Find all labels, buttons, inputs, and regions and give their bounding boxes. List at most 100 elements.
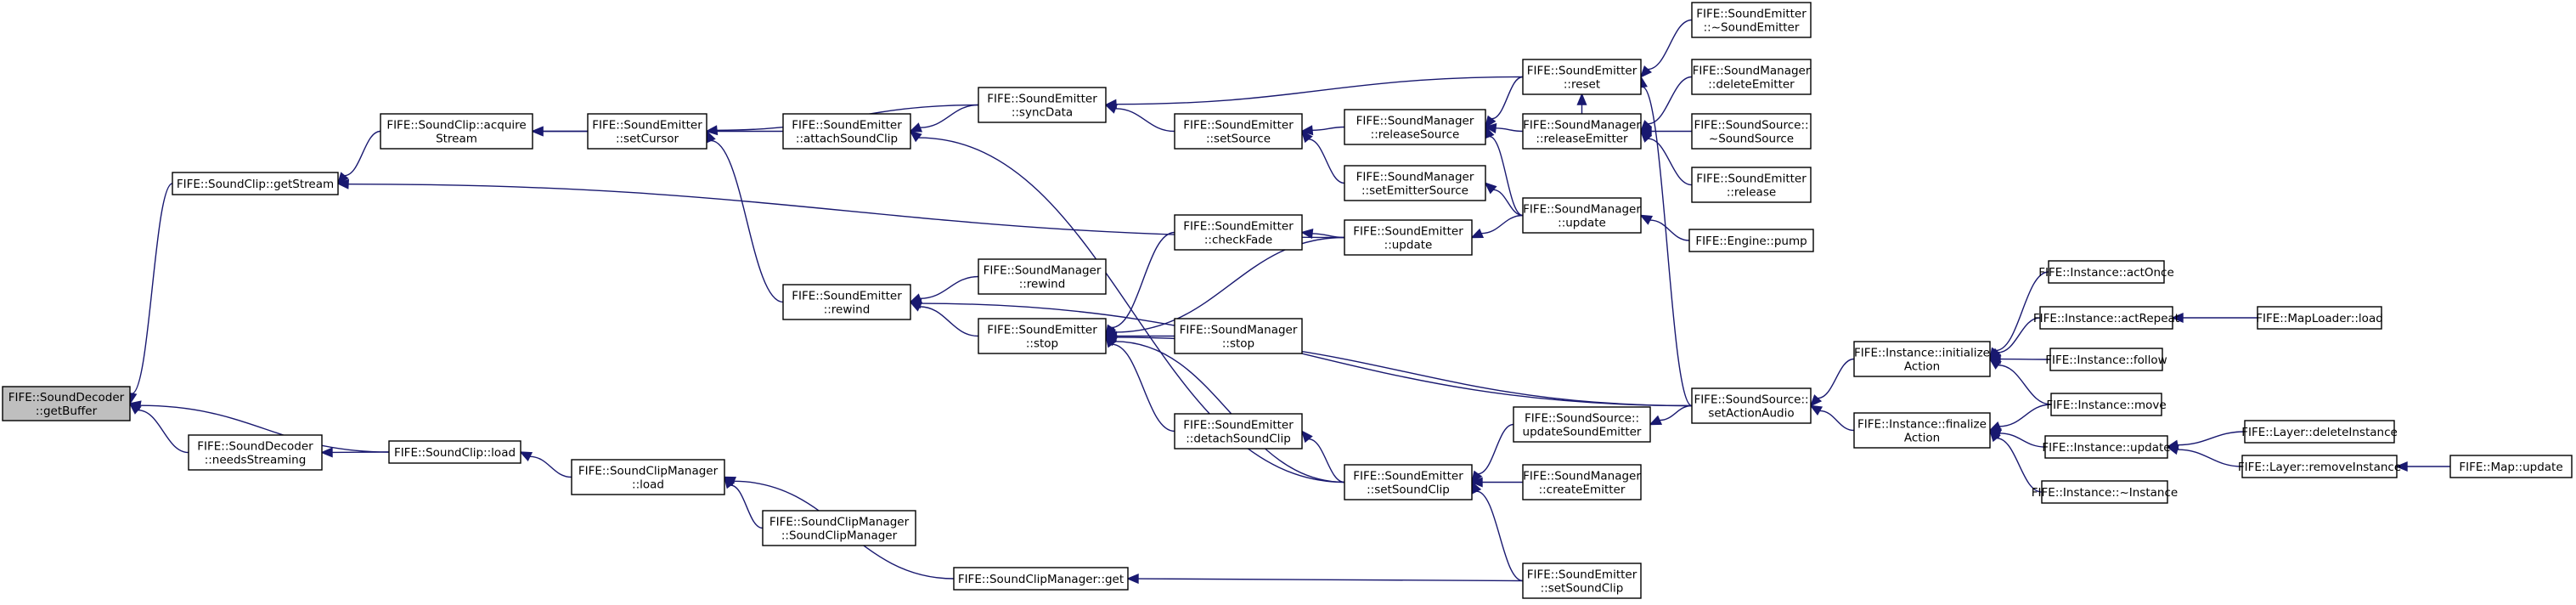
node-remove-instance[interactable]: FIFE::Layer::removeInstance bbox=[2238, 455, 2401, 478]
node-map-update[interactable]: FIFE::Map::update bbox=[2449, 455, 2573, 478]
edge-reset-to-release-source bbox=[1484, 76, 1524, 128]
node-set-action-audio[interactable]: FIFE::SoundSource::setActionAudio bbox=[1691, 387, 1812, 424]
edge-line bbox=[920, 104, 979, 128]
arrowhead-icon bbox=[1809, 394, 1823, 407]
node-label: FIFE::SoundEmitter bbox=[1527, 568, 1637, 582]
arrowhead-icon bbox=[1300, 130, 1313, 144]
edge-mgr-rewind-to-rewind bbox=[909, 275, 979, 303]
node-label: ::reset bbox=[1564, 78, 1600, 92]
node-update-sound-emitter[interactable]: FIFE::SoundSource::updateSoundEmitter bbox=[1513, 406, 1651, 443]
node-set-sound-clip1[interactable]: FIFE::SoundEmitter::setSoundClip bbox=[1344, 464, 1473, 500]
node-reset[interactable]: FIFE::SoundEmitter::reset bbox=[1522, 59, 1642, 95]
node-move[interactable]: FIFE::Instance::move bbox=[2046, 393, 2167, 416]
node-box bbox=[2244, 420, 2395, 444]
arrowhead-icon bbox=[909, 298, 922, 309]
node-emitter-update[interactable]: FIFE::SoundEmitter::update bbox=[1344, 219, 1473, 256]
node-label: FIFE::SoundSource:: bbox=[1694, 393, 1808, 407]
arrowhead-icon bbox=[1649, 415, 1663, 426]
node-needs-streaming[interactable]: FIFE::SoundDecoder::needsStreaming bbox=[188, 434, 323, 471]
edge-line bbox=[1111, 231, 1175, 329]
node-label: ::setSoundClip bbox=[1541, 582, 1624, 596]
node-inst-update[interactable]: FIFE::Instance::update bbox=[2042, 435, 2171, 459]
node-box bbox=[1174, 318, 1303, 354]
node-label: FIFE::SoundManager bbox=[1523, 119, 1641, 133]
node-set-sound-clip2[interactable]: FIFE::SoundEmitter::setSoundClip bbox=[1522, 563, 1642, 599]
node-mgr-rewind[interactable]: FIFE::SoundManager::rewind bbox=[978, 258, 1107, 295]
edge-reset-to-sync-data bbox=[1104, 76, 1524, 110]
node-set-emitter-source[interactable]: FIFE::SoundManager::setEmitterSource bbox=[1344, 165, 1486, 201]
edge-inst-dtor-to-finalize-action bbox=[1988, 429, 2043, 493]
node-box bbox=[1513, 406, 1651, 443]
node-check-fade[interactable]: FIFE::SoundEmitter::checkFade bbox=[1174, 214, 1303, 251]
edge-mgr-update-to-set-emitter-source bbox=[1484, 182, 1524, 217]
arrowhead-icon bbox=[1104, 335, 1118, 347]
node-delete-instance[interactable]: FIFE::Layer::deleteInstance bbox=[2241, 420, 2398, 444]
node-stop[interactable]: FIFE::SoundEmitter::stop bbox=[978, 318, 1107, 354]
node-label: ::SoundClipManager bbox=[781, 529, 898, 543]
node-delete-emitter[interactable]: FIFE::SoundManager::deleteEmitter bbox=[1691, 59, 1812, 95]
edge-release-to-release-emitter bbox=[1639, 130, 1693, 186]
node-get-stream[interactable]: FIFE::SoundClip::getStream bbox=[172, 172, 339, 195]
edge-line bbox=[2177, 449, 2243, 467]
node-act-repeat[interactable]: FIFE::Instance::actRepeat bbox=[2033, 306, 2179, 330]
node-clip-mgr-load[interactable]: FIFE::SoundClipManager::load bbox=[571, 459, 725, 495]
node-label: ::release bbox=[1727, 186, 1776, 200]
edge-set-sound-clip2-to-clip-mgr-get bbox=[1126, 574, 1524, 585]
node-sync-data[interactable]: FIFE::SoundEmitter::syncData bbox=[978, 87, 1107, 123]
node-clip-mgr-get[interactable]: FIFE::SoundClipManager::get bbox=[953, 567, 1129, 591]
node-box bbox=[2257, 306, 2382, 330]
node-set-cursor[interactable]: FIFE::SoundEmitter::setCursor bbox=[587, 113, 707, 150]
node-mgr-stop[interactable]: FIFE::SoundManager::stop bbox=[1174, 318, 1303, 354]
node-box bbox=[1853, 412, 1991, 449]
node-follow[interactable]: FIFE::Instance::follow bbox=[2045, 348, 2167, 371]
node-label: ::needsStreaming bbox=[205, 454, 307, 467]
node-source-dtor[interactable]: FIFE::SoundSource::~SoundSource bbox=[1691, 113, 1812, 150]
edge-set-emitter-source-to-set-source bbox=[1300, 130, 1345, 184]
edge-set-action-audio-to-rewind bbox=[909, 298, 1693, 407]
node-box bbox=[1522, 59, 1642, 95]
node-detach-sound-clip[interactable]: FIFE::SoundEmitter::detachSoundClip bbox=[1174, 413, 1303, 450]
node-box bbox=[2, 386, 131, 421]
node-mgr-update[interactable]: FIFE::SoundManager::update bbox=[1522, 197, 1642, 234]
node-box bbox=[571, 459, 725, 495]
node-create-emitter[interactable]: FIFE::SoundManager::createEmitter bbox=[1522, 464, 1642, 500]
node-release-source[interactable]: FIFE::SoundManager::releaseSource bbox=[1344, 109, 1486, 145]
node-label: FIFE::Instance::initialize bbox=[1854, 347, 1990, 360]
node-act-once[interactable]: FIFE::Instance::actOnce bbox=[2038, 260, 2174, 284]
edge-line bbox=[1308, 139, 1345, 184]
node-label: ~SoundSource bbox=[1709, 133, 1794, 146]
edge-line bbox=[1819, 410, 1855, 432]
node-clip-load[interactable]: FIFE::SoundClip::load bbox=[388, 440, 521, 464]
edge-line bbox=[1115, 76, 1524, 105]
edge-map-update-to-remove-instance bbox=[2395, 461, 2450, 472]
node-label: FIFE::Instance::~Instance bbox=[2032, 486, 2178, 500]
arrowhead-icon bbox=[1576, 93, 1587, 105]
edge-mgr-update-to-emitter-update bbox=[1470, 214, 1524, 239]
arrowhead-icon bbox=[1484, 182, 1497, 195]
node-rewind[interactable]: FIFE::SoundEmitter::rewind bbox=[782, 284, 911, 320]
node-clip-mgr-ctor[interactable]: FIFE::SoundClipManager::SoundClipManager bbox=[762, 510, 916, 546]
node-map-loader-load[interactable]: FIFE::MapLoader::load bbox=[2256, 306, 2383, 330]
edge-move-to-finalize-action bbox=[1988, 404, 2052, 432]
node-label: FIFE::SoundClip::load bbox=[394, 446, 516, 460]
arrowhead-icon bbox=[336, 178, 350, 189]
node-attach-sound-clip[interactable]: FIFE::SoundEmitter::attachSoundClip bbox=[782, 113, 911, 150]
node-label: FIFE::SoundEmitter bbox=[1527, 65, 1637, 78]
edge-line bbox=[1115, 236, 1345, 333]
arrowhead-icon bbox=[1484, 115, 1497, 128]
node-release[interactable]: FIFE::SoundEmitter::release bbox=[1691, 167, 1812, 203]
node-label: FIFE::SoundClipManager bbox=[578, 465, 719, 478]
node-label: ::getBuffer bbox=[36, 404, 98, 418]
node-inst-dtor[interactable]: FIFE::Instance::~Instance bbox=[2032, 480, 2178, 504]
node-set-source[interactable]: FIFE::SoundEmitter::setSource bbox=[1174, 113, 1303, 150]
arrowhead-icon bbox=[1639, 130, 1653, 143]
node-box bbox=[1344, 219, 1473, 256]
node-label: FIFE::SoundClip::acquire bbox=[386, 119, 526, 133]
node-emitter-dtor[interactable]: FIFE::SoundEmitter::~SoundEmitter bbox=[1691, 2, 1812, 38]
node-release-emitter[interactable]: FIFE::SoundManager::releaseEmitter bbox=[1522, 113, 1642, 150]
node-pump[interactable]: FIFE::Engine::pump bbox=[1688, 229, 1814, 252]
